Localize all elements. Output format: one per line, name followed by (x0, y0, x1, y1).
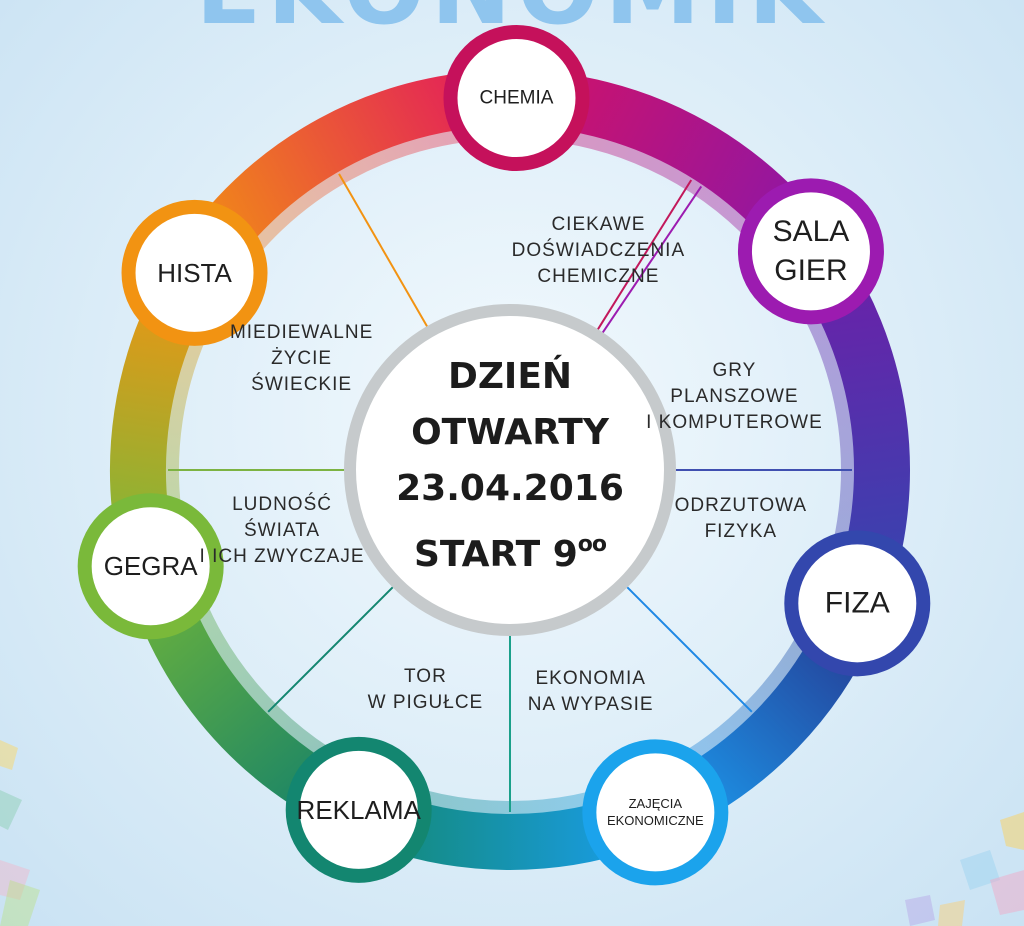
event-title-line1: DZIEŃ (447, 356, 573, 397)
node-label-reklama: REKLAMA (297, 793, 421, 827)
node-label-line: SALA (772, 215, 850, 249)
description-fiza: ODRZUTOWA FIZYKA (675, 493, 808, 545)
spoke-line (596, 179, 693, 332)
event-start-label: START 9 (413, 534, 578, 575)
node-circle-gegra (77, 493, 224, 640)
description-reklama: TOR W PIGUŁCE (368, 664, 484, 716)
description-chemia: CIEKAWE DOŚWIADCZENIA CHEMICZNE (512, 212, 685, 290)
node-label-chemia: CHEMIA (480, 86, 554, 111)
spoke-line (338, 173, 429, 329)
description-line: EKONOMIA (535, 667, 646, 689)
description-line: CIEKAWE (551, 214, 646, 236)
node-label-line: GIER (774, 254, 848, 288)
node-circles (77, 25, 931, 886)
description-line: TOR (404, 666, 447, 688)
node-label-line: ZAJĘCIA (628, 796, 683, 812)
node-label-line: CHEMIA (479, 87, 554, 109)
node-circle-zajecia-ekonomiczne (582, 739, 729, 886)
description-line: FIZYKA (704, 521, 778, 543)
node-label-line: HISTA (157, 257, 232, 288)
description-line: MIEDIEWALNE (229, 322, 374, 344)
node-circle-sala-gier (737, 178, 884, 325)
description-line: NA WYPASIE (527, 693, 654, 715)
node-label-line: REKLAMA (296, 794, 421, 825)
node-circle-reklama (285, 736, 432, 883)
description-line: GRY (712, 360, 757, 382)
center-circle (344, 304, 676, 636)
description-line: ŚWIECKIE (251, 374, 353, 396)
spokes (168, 173, 852, 812)
center-disc (344, 304, 676, 636)
description-zajecia-ekonomiczne: EKONOMIA NA WYPASIE (528, 666, 654, 718)
node-label-fiza: FIZA (825, 584, 890, 623)
spoke-line (267, 585, 395, 713)
confetti-decoration (0, 740, 1024, 926)
description-hista: MIEDIEWALNE ŻYCIE ŚWIECKIE (230, 320, 373, 398)
node-label-line: GEGRA (103, 551, 198, 582)
spoke-line (600, 185, 703, 335)
description-line: PLANSZOWE (670, 386, 799, 408)
spoke-line (625, 585, 753, 713)
event-title: DZIEŃ OTWARTY 23.04.2016 START 9oo (396, 349, 624, 583)
node-label-line: EKONOMICZNE (606, 813, 704, 829)
node-label-sala-gier: SALA GIER (773, 212, 850, 290)
description-line: DOŚWIADCZENIA (511, 240, 686, 262)
event-title-line2: OTWARTY (411, 412, 609, 453)
description-line: ŚWIATA (244, 520, 321, 542)
description-line: CHEMICZNE (537, 266, 660, 288)
node-label-gegra: GEGRA (104, 549, 198, 583)
description-line: I ICH ZWYCZAJE (199, 546, 365, 568)
event-start: START 9oo (396, 517, 624, 583)
node-label-line: FIZA (824, 586, 890, 620)
description-line: ŻYCIE (271, 348, 333, 370)
event-start-superscript: oo (577, 532, 607, 557)
description-line: I KOMPUTEROWE (646, 412, 823, 434)
node-circle-fiza (784, 530, 931, 677)
event-date: 23.04.2016 (396, 468, 624, 509)
node-label-hista: HISTA (157, 256, 232, 290)
description-line: W PIGUŁCE (367, 692, 484, 714)
node-circle-chemia (443, 25, 590, 172)
description-line: ODRZUTOWA (674, 495, 808, 517)
node-circle-hista (121, 199, 268, 346)
description-gegra: LUDNOŚĆ ŚWIATA I ICH ZWYCZAJE (200, 492, 365, 570)
description-line: LUDNOŚĆ (232, 494, 332, 516)
description-sala-gier: GRY PLANSZOWE I KOMPUTEROWE (646, 358, 823, 436)
